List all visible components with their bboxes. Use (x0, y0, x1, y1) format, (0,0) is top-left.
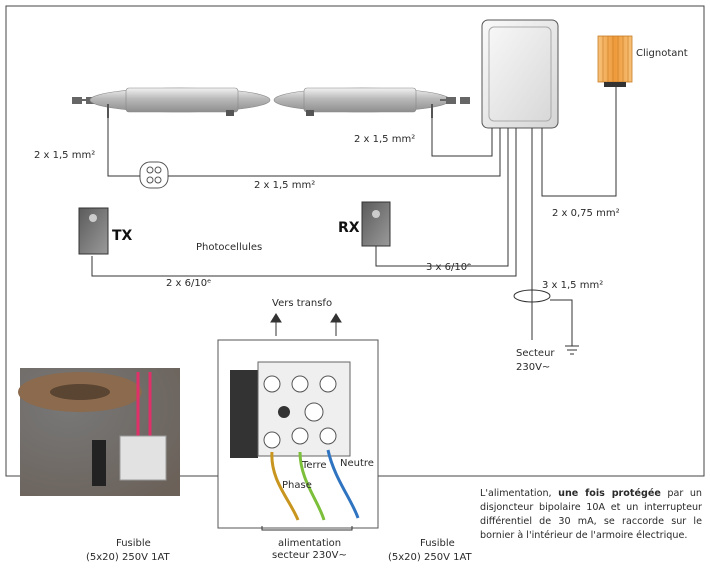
cable-flasher-label: 2 x 0,75 mm² (552, 208, 620, 219)
power-supply-note: L'alimentation, une fois protégée par un… (480, 487, 702, 543)
rx-label: RX (338, 220, 360, 236)
note-text-bold: une fois protégée (558, 488, 661, 499)
flasher-lamp (597, 35, 633, 87)
photocell-tx (78, 207, 109, 255)
tx-label: TX (112, 228, 133, 244)
phase-label: Phase (282, 480, 312, 491)
vers-transfo-label: Vers transfo (272, 298, 332, 309)
arrows-to-transfo (270, 313, 342, 336)
note-text-end: par un disjoncteur bipolaire 10A et un i… (480, 488, 702, 541)
secteur-label: Secteur (516, 348, 555, 359)
cable-secteur-label: 3 x 1,5 mm² (542, 280, 603, 291)
photocell-rx (361, 201, 391, 247)
note-text-start: L'alimentation, (480, 488, 559, 499)
outer-frame (5, 5, 705, 477)
motor-right (273, 87, 470, 118)
fusible-left-label: Fusible (116, 538, 151, 549)
cable-motor-right-label: 2 x 1,5 mm² (354, 134, 415, 145)
terre-label: Terre (301, 460, 327, 471)
motor-left (72, 87, 271, 118)
cable-rx-label: 3 x 6/10ᵉ (426, 262, 471, 273)
neutre-label: Neutre (340, 458, 374, 469)
terminal-block-box (217, 339, 379, 531)
alimentation-label: alimentation (278, 538, 341, 549)
transformer-photo (18, 368, 180, 496)
fusible-left-rating: (5x20) 250V 1AT (86, 552, 171, 563)
fusible-right-rating: (5x20) 250V 1AT (388, 552, 473, 563)
cable-motor-left-label: 2 x 1,5 mm² (34, 150, 95, 161)
clignotant-label: Clignotant (636, 48, 688, 59)
control-cabinet (481, 19, 559, 129)
alimentation-voltage-label: secteur 230V~ (272, 550, 347, 561)
cables (91, 87, 617, 355)
cable-junction-label: 2 x 1,5 mm² (254, 180, 315, 191)
fusible-right-label: Fusible (420, 538, 455, 549)
cable-tx-label: 2 x 6/10ᵉ (166, 278, 211, 289)
secteur-voltage-label: 230V~ (516, 362, 550, 373)
photocellules-label: Photocellules (196, 242, 262, 253)
junction-box (139, 161, 169, 189)
